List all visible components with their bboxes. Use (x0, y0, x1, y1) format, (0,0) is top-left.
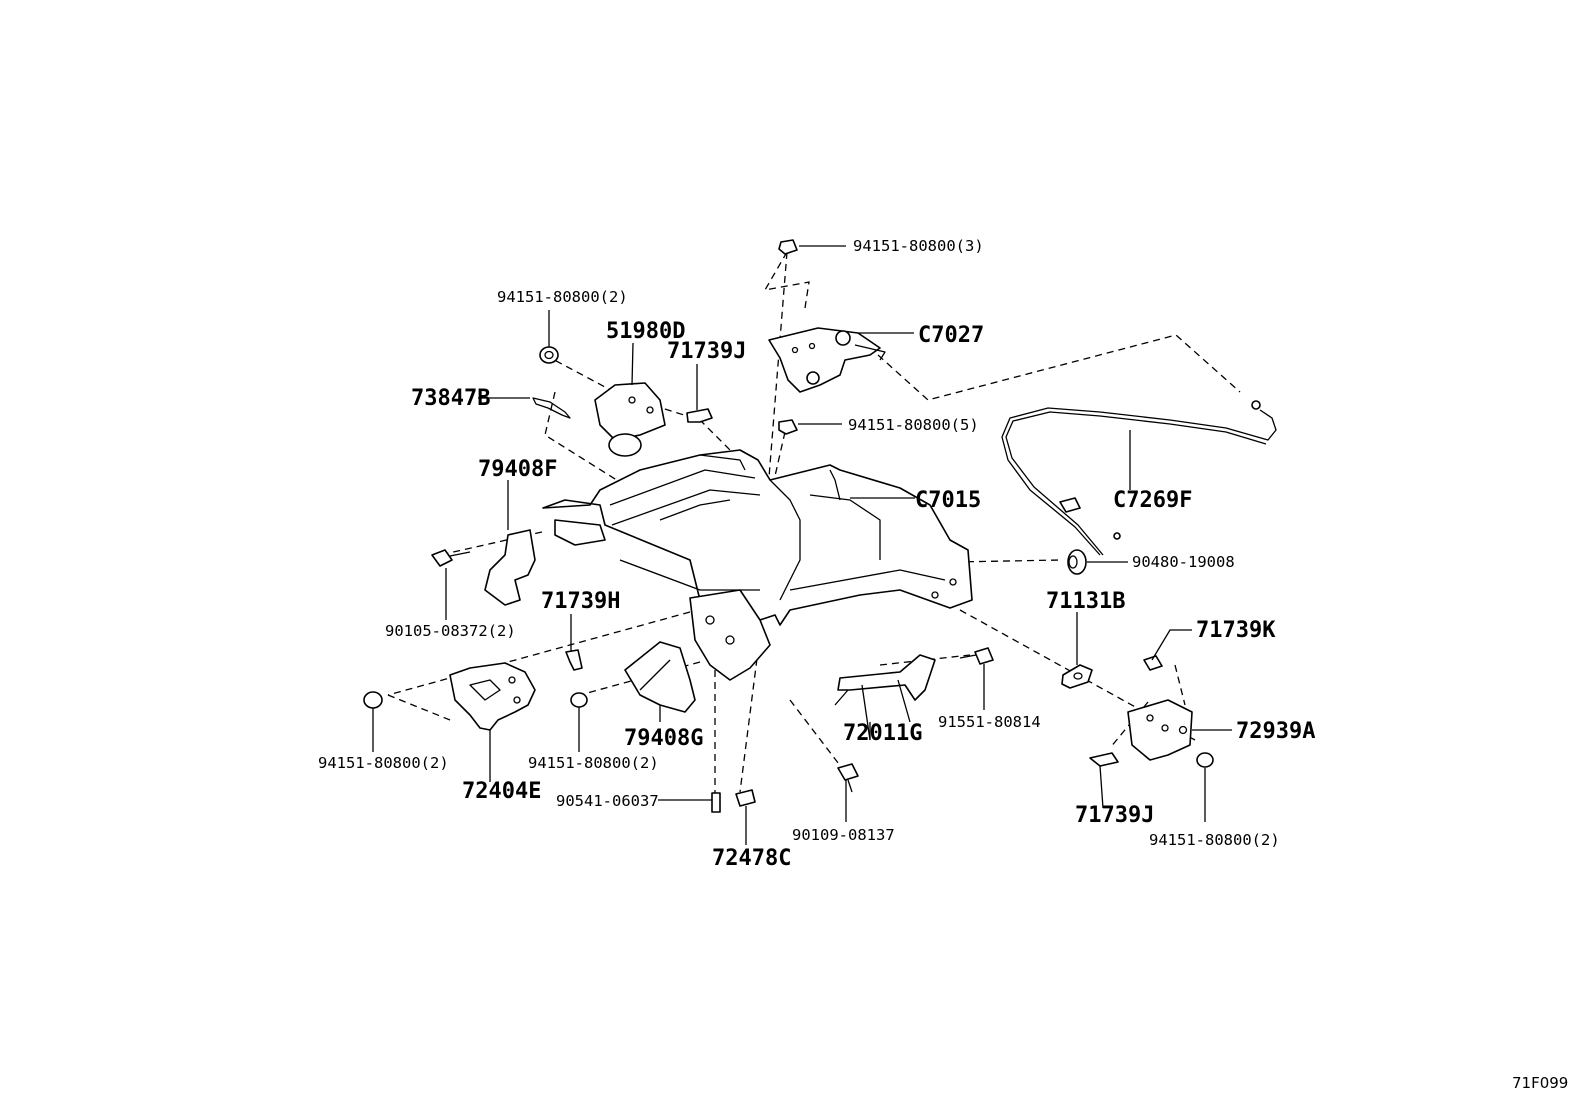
nut-icon (778, 239, 798, 255)
callout-90541-06037: 90541-06037 (556, 792, 659, 810)
callout-71131b: 71131B (1046, 589, 1125, 614)
bolt-icon (959, 647, 994, 665)
leader-lines (372, 245, 1232, 845)
clip-icon (565, 649, 583, 671)
part-shapes (363, 239, 1277, 813)
callout-51980d: 51980D (606, 319, 685, 344)
washer-icon (1061, 664, 1093, 689)
cable-icon (1001, 400, 1277, 556)
bolt-icon (431, 549, 471, 567)
callout-72939a: 72939A (1236, 719, 1315, 744)
nut-icon (363, 691, 383, 709)
diagram-reference: 71F099 (1512, 1074, 1568, 1092)
callout-90105-08372-2: 90105-08372(2) (385, 622, 516, 640)
lever-72011g-icon (834, 654, 936, 741)
nut-icon (1196, 752, 1214, 768)
callout-71739k: 71739K (1196, 618, 1276, 643)
callout-91551-80814: 91551-80814 (938, 713, 1041, 731)
nut-icon (570, 692, 588, 708)
cover-79408f-icon (484, 529, 536, 606)
callout-73847b: 73847B (411, 386, 490, 411)
seat-frame-c7015-icon (542, 449, 973, 681)
callout-94151-80800-2-left: 94151-80800(2) (318, 754, 449, 772)
bracket-51980d-icon (594, 382, 666, 457)
bolt-icon (837, 763, 859, 793)
callout-72011g: 72011G (843, 721, 922, 746)
callout-79408f: 79408F (478, 457, 557, 482)
nut-icon (778, 419, 798, 435)
bracket-c7027-icon (768, 327, 886, 393)
cover-79408g-icon (624, 641, 696, 713)
wire-icon (532, 397, 571, 419)
callout-labels: 94151-80800(3) 94151-80800(2) 51980D 717… (318, 237, 1315, 871)
callout-71739h: 71739H (541, 589, 620, 614)
screw-icon (711, 792, 721, 813)
clip-icon (735, 789, 756, 807)
callout-94151-80800-2-mid: 94151-80800(2) (528, 754, 659, 772)
callout-90109-08137: 90109-08137 (792, 826, 895, 844)
callout-c7027: C7027 (918, 323, 984, 348)
lock-72404e-icon (449, 662, 536, 731)
clip-icon (686, 408, 713, 423)
grommet-icon (1067, 549, 1087, 575)
callout-c7015: C7015 (915, 488, 981, 513)
callout-c7269f: C7269F (1113, 488, 1192, 513)
callout-90480-19008: 90480-19008 (1132, 553, 1235, 571)
callout-94151-80800-2-right: 94151-80800(2) (1149, 831, 1280, 849)
bolt-icon (1143, 655, 1163, 671)
callout-94151-80800-5: 94151-80800(5) (848, 416, 979, 434)
clip-icon (1089, 752, 1119, 767)
callout-72404e: 72404E (462, 779, 541, 804)
callout-79408g: 79408G (624, 726, 703, 751)
bracket-72939a-icon (1127, 699, 1193, 761)
callout-94151-80800-3: 94151-80800(3) (853, 237, 984, 255)
callout-72478c: 72478C (712, 846, 791, 871)
callout-94151-80800-2-top: 94151-80800(2) (497, 288, 628, 306)
callout-71739j-bottom: 71739J (1075, 803, 1154, 828)
callout-71739j-top: 71739J (667, 339, 746, 364)
nut-icon (539, 346, 559, 364)
